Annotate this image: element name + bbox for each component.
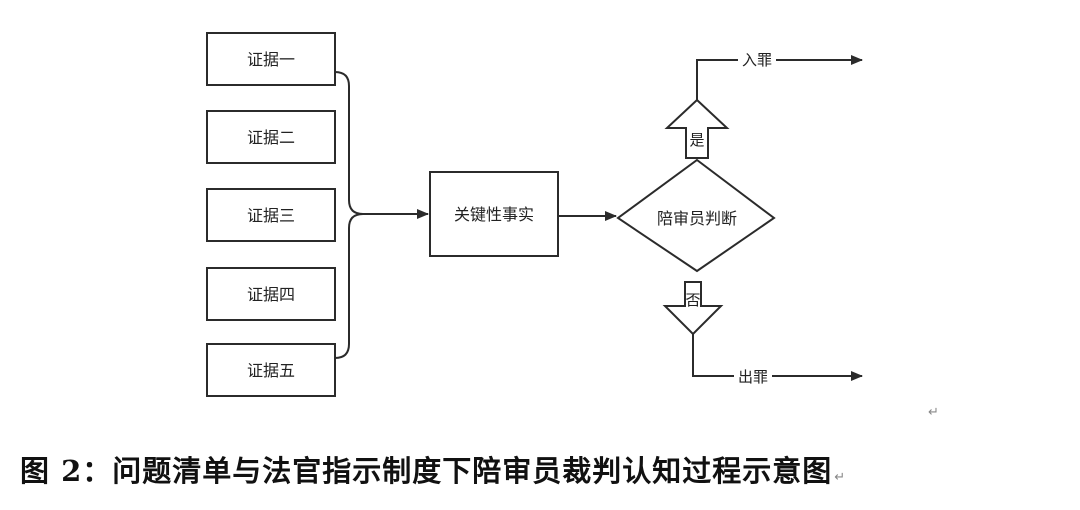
evidence-label-1: 证据一 <box>247 50 295 69</box>
decision-diamond: 陪审员判断 <box>616 158 776 273</box>
acquit-label: 出罪 <box>738 368 768 386</box>
evidence-brace <box>334 71 364 359</box>
evidence-box-4: 证据四 <box>206 267 336 321</box>
evidence-box-2: 证据二 <box>206 110 336 164</box>
evidence-label-3: 证据三 <box>247 206 295 225</box>
yes-label: 是 <box>689 131 704 149</box>
no-label: 否 <box>685 291 700 309</box>
evidence-box-5: 证据五 <box>206 343 336 397</box>
evidence-label-4: 证据四 <box>247 285 295 304</box>
no-block-arrow: 否 <box>662 281 724 336</box>
acquit-connector <box>692 334 863 381</box>
key-fact-box: 关键性事实 <box>429 171 559 257</box>
caption-paragraph-mark: ↵ <box>834 470 847 485</box>
figure-caption-text: 图 2：问题清单与法官指示制度下陪审员裁判认知过程示意图 <box>20 454 833 488</box>
paragraph-mark: ↵ <box>928 405 939 420</box>
decision-label: 陪审员判断 <box>657 209 737 228</box>
figure-caption: 图 2：问题清单与法官指示制度下陪审员裁判认知过程示意图↵ <box>20 454 1060 495</box>
yes-block-arrow: 是 <box>664 98 730 159</box>
key-fact-label: 关键性事实 <box>454 205 534 224</box>
evidence-label-5: 证据五 <box>247 361 295 380</box>
evidence-label-2: 证据二 <box>247 128 295 147</box>
evidence-box-3: 证据三 <box>206 188 336 242</box>
convict-connector <box>696 55 863 100</box>
evidence-box-1: 证据一 <box>206 32 336 86</box>
flowchart: 证据一 证据二 证据三 证据四 证据五 关键性事实 陪审员判断 是 入罪 否 <box>206 32 939 420</box>
convict-label: 入罪 <box>742 51 772 69</box>
